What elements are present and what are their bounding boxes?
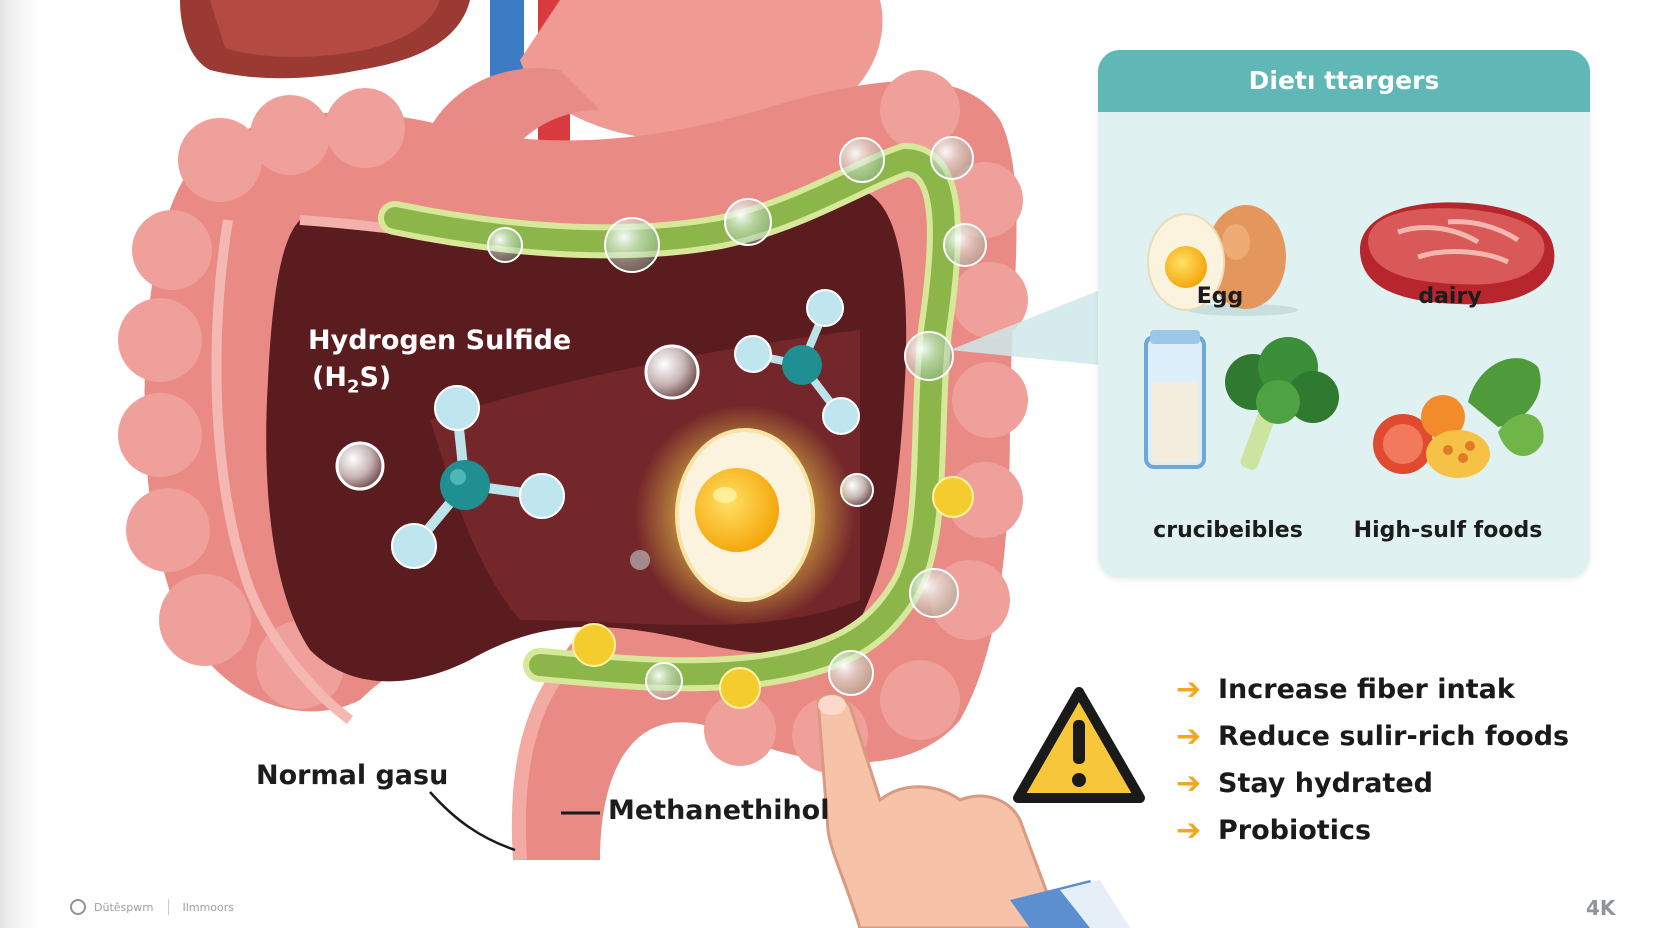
food-label-crucibeibles: crucibeibles: [1153, 518, 1303, 543]
meat-steak-icon: [1359, 202, 1555, 305]
diet-targets-panel: Dietı ttargers: [1098, 50, 1590, 578]
h2s-formula-prefix: (H: [312, 362, 347, 393]
methanethiol-label: Methanethihol: [608, 795, 830, 826]
footer-sub-text: Ilmmoors: [182, 900, 234, 914]
food-label-high-sulf: High-sulf foods: [1353, 518, 1543, 543]
liver-highlight: [210, 0, 440, 57]
normal-gas-label: Normal gasu: [256, 760, 449, 791]
list-item: ➔ Stay hydrated: [1176, 760, 1569, 807]
tip-text: Probiotics: [1218, 815, 1372, 846]
tip-text: Reduce sulir-rich foods: [1218, 721, 1570, 752]
gas-bubbles: [335, 344, 874, 570]
resolution-badge: 4K: [1586, 896, 1616, 920]
h2s-label-line1: Hydrogen Sulfide: [308, 325, 572, 356]
list-item: ➔ Probiotics: [1176, 807, 1569, 854]
tip-text: Increase fiber intak: [1218, 674, 1515, 705]
list-item: ➔ Reduce sulir-rich foods: [1176, 713, 1569, 760]
tip-text: Stay hydrated: [1218, 768, 1433, 799]
page-shadow: [0, 0, 50, 928]
h2s-label-line2: (H2S): [312, 362, 391, 397]
arrow-right-icon: ➔: [1176, 672, 1202, 707]
callout-connector: [950, 290, 1100, 365]
warning-icon: [1013, 687, 1145, 803]
list-item: ➔ Increase fiber intak: [1176, 666, 1569, 713]
ascending-rim: [211, 219, 354, 724]
footer-divider: [167, 899, 169, 915]
pointing-hand-icon: [816, 693, 1130, 928]
food-label-egg: Egg: [1196, 284, 1244, 309]
h2s-formula-subscript: 2: [346, 376, 360, 398]
arrow-right-icon: ➔: [1176, 719, 1202, 754]
h2s-formula-suffix: S): [359, 362, 392, 393]
egg-icon: [1147, 205, 1298, 316]
food-icons: [1144, 202, 1555, 478]
normal-gas-leader: [429, 791, 516, 852]
h2s-molecule-small-icon: [734, 289, 860, 435]
footer-brand-text: Dütêspwrn: [94, 900, 154, 914]
brand-logo-icon: [70, 899, 86, 915]
arrow-right-icon: ➔: [1176, 813, 1202, 848]
milk-broccoli-icon: [1144, 330, 1339, 470]
digested-stream: [384, 148, 955, 686]
mixed-vegetables-icon: [1373, 358, 1544, 478]
footer-brand: Dütêspwrn Ilmmoors: [70, 899, 234, 915]
glowing-egg-icon: [635, 405, 855, 625]
stream-bubbles: [487, 136, 987, 709]
panel-title: Dietı ttargers: [1098, 50, 1590, 112]
h2s-molecule-icon: [391, 385, 565, 569]
food-label-dairy: dairy: [1418, 284, 1482, 309]
tips-list: ➔ Increase fiber intak ➔ Reduce sulir-ri…: [1176, 666, 1569, 854]
arrow-right-icon: ➔: [1176, 766, 1202, 801]
